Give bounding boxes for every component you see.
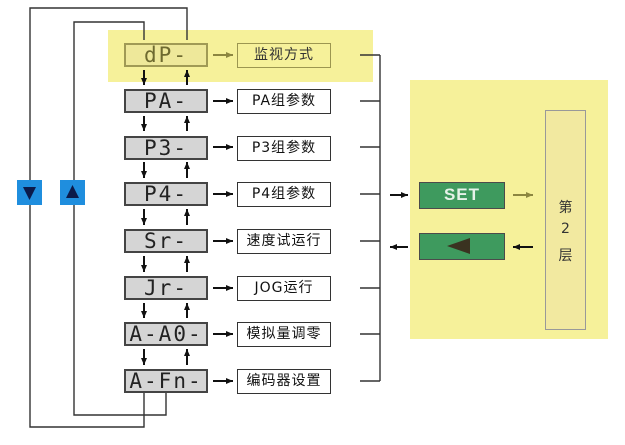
- inner-loop-line: [73, 21, 167, 416]
- menu-label-encoder-setup: 编码器设置: [237, 369, 331, 394]
- menu-code-sr: Sr-: [124, 229, 208, 253]
- menu-label-p4-params: P4组参数: [237, 182, 331, 207]
- layer-text-line3: 层: [558, 248, 573, 264]
- layer-indicator: 第 2 层: [545, 110, 586, 330]
- down-triangle-icon: [23, 187, 36, 200]
- back-button[interactable]: [419, 233, 505, 260]
- menu-label-pa-params: PA组参数: [237, 89, 331, 114]
- menu-label-analog-zero: 模拟量调零: [237, 322, 331, 347]
- left-triangle-icon: [447, 238, 470, 254]
- layer-text-line1: 第: [558, 200, 573, 216]
- menu-code-jr: Jr-: [124, 276, 208, 300]
- outer-loop-line: [29, 7, 188, 428]
- menu-code-p4: P4-: [124, 182, 208, 206]
- menu-code-p3: P3-: [124, 136, 208, 160]
- menu-label-monitor-mode: 监视方式: [237, 43, 331, 68]
- menu-label-p3-params: P3组参数: [237, 136, 331, 161]
- down-button[interactable]: [17, 180, 42, 205]
- menu-code-pa: PA-: [124, 89, 208, 113]
- up-triangle-icon: [66, 185, 79, 198]
- menu-code-a-a0: A-A0-: [124, 322, 208, 346]
- layer-text-line2: 2: [561, 221, 570, 237]
- set-button[interactable]: SET: [419, 182, 505, 209]
- menu-code-dp: dP-: [124, 43, 208, 67]
- up-button[interactable]: [60, 180, 85, 205]
- menu-label-jog-run: JOG运行: [237, 276, 331, 301]
- menu-label-speed-trial: 速度试运行: [237, 229, 331, 254]
- menu-code-a-fn: A-Fn-: [124, 369, 208, 393]
